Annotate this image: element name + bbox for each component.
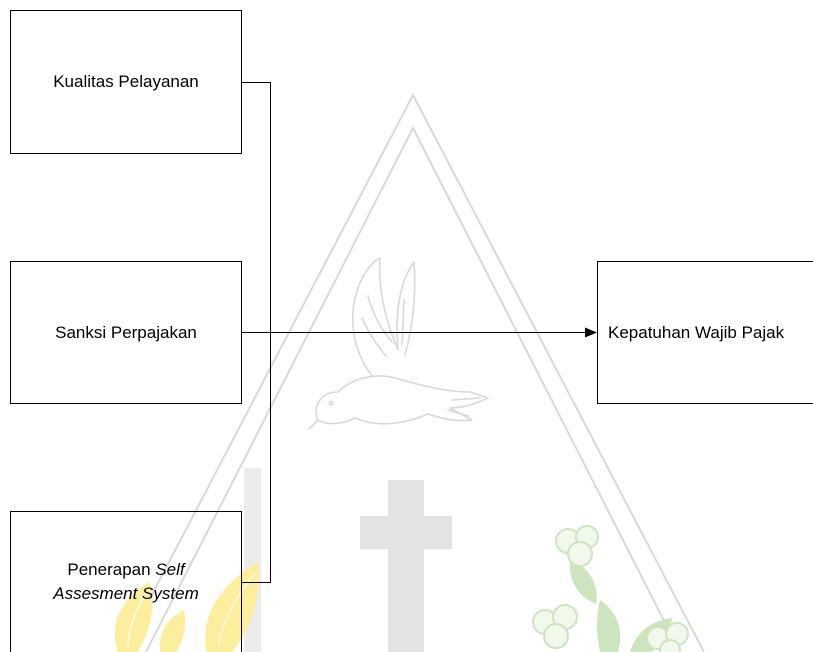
triangle-icon bbox=[121, 92, 705, 652]
dove-feather-lines bbox=[361, 295, 405, 357]
dove-eye bbox=[328, 400, 334, 406]
cotton-petal bbox=[567, 541, 593, 567]
node-kepatuhan-wajib-pajak: Kepatuhan Wajib Pajak bbox=[597, 261, 813, 404]
cross-vertical bbox=[388, 480, 424, 652]
cotton-leaf bbox=[597, 600, 621, 652]
cotton-petal bbox=[543, 623, 569, 649]
dove-wing-back bbox=[352, 257, 399, 377]
dove-wing-front bbox=[396, 261, 416, 356]
node-label-line-2: Assesment System bbox=[53, 582, 199, 606]
cross-icon bbox=[360, 480, 452, 652]
triangle-outer-line bbox=[121, 92, 705, 652]
triangle-inner-line bbox=[145, 125, 681, 652]
arrowhead bbox=[585, 327, 597, 338]
node-sanksi-perpajakan: Sanksi Perpajakan bbox=[10, 261, 242, 404]
label-italic-text: Assesment System bbox=[53, 584, 199, 603]
dove-tail-lines bbox=[447, 397, 481, 417]
node-kualitas-pelayanan: Kualitas Pelayanan bbox=[10, 10, 242, 154]
cross-horizontal bbox=[360, 516, 452, 549]
cotton-icon bbox=[532, 525, 689, 652]
cotton-leaf bbox=[569, 560, 597, 604]
cotton-flower bbox=[532, 604, 578, 649]
label-plain-text: Penerapan bbox=[67, 560, 151, 579]
cotton-petal bbox=[659, 639, 681, 652]
node-label: Sanksi Perpajakan bbox=[55, 322, 197, 342]
label-italic-text: Self bbox=[155, 560, 185, 579]
rice-grain bbox=[159, 610, 186, 652]
cotton-flower bbox=[646, 622, 689, 652]
node-label: Kepatuhan Wajib Pajak bbox=[608, 322, 785, 342]
rice-vein bbox=[127, 573, 255, 649]
rice-icon bbox=[114, 562, 259, 652]
node-label: Kualitas Pelayanan bbox=[53, 72, 199, 91]
cotton-flower bbox=[555, 525, 599, 567]
dove-beak bbox=[308, 419, 319, 430]
dove-body bbox=[315, 375, 489, 425]
dove-icon bbox=[308, 257, 489, 430]
